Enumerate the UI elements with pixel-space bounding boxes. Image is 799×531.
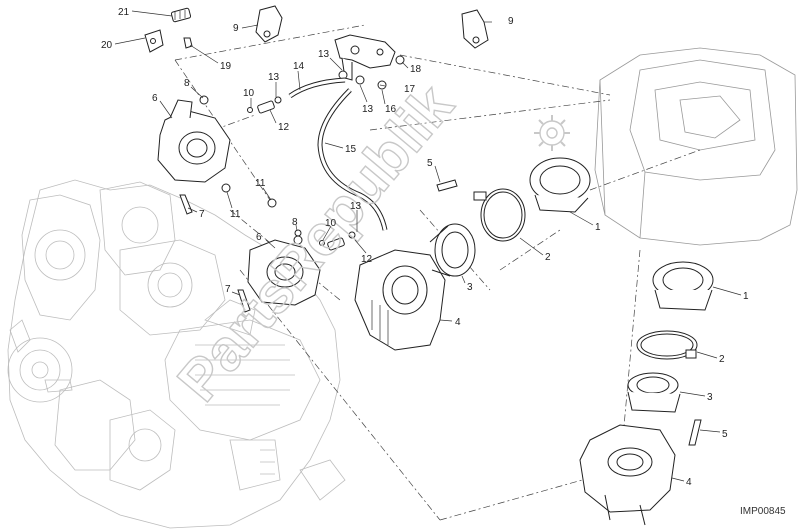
callout-1-left: 1 — [595, 222, 601, 233]
sensor-connector-21 — [170, 7, 192, 23]
callout-15: 15 — [345, 144, 357, 155]
callout-11-a: 11 — [230, 209, 241, 220]
callout-18: 18 — [410, 64, 422, 75]
bolt-5-left — [436, 179, 458, 192]
map-sensor-9-right — [461, 9, 489, 49]
callout-9-right: 9 — [508, 16, 514, 27]
callout-20: 20 — [101, 40, 113, 51]
leader-lines — [114, 10, 742, 482]
callout-11-b: 11 — [255, 178, 266, 189]
bolt-5-right — [688, 419, 702, 446]
callout-3-left: 3 — [467, 282, 473, 293]
callout-1-right: 1 — [743, 291, 749, 302]
callout-8-lower: 8 — [292, 217, 298, 228]
callout-5-right: 5 — [722, 429, 728, 440]
throttle-body-4-right — [579, 424, 676, 526]
hose-clamp-2-left — [473, 188, 526, 242]
map-sensor-9-left — [255, 5, 283, 43]
hose-14 — [288, 77, 346, 99]
callout-13-b: 13 — [318, 49, 330, 60]
nut-11 — [221, 183, 277, 208]
airbox — [594, 47, 798, 246]
callout-12-lower: 12 — [361, 254, 373, 265]
fitting-12-top — [257, 96, 282, 114]
intake-spigot-3-left — [429, 223, 476, 277]
hose-clamp-2-right — [636, 330, 698, 360]
callout-7-lower: 7 — [225, 284, 231, 295]
callout-13-c: 13 — [362, 104, 374, 115]
callout-12-upper: 12 — [278, 122, 290, 133]
callout-16: 16 — [385, 104, 397, 115]
intake-spigot-3-right — [627, 372, 681, 413]
fitting-12-bottom — [327, 231, 356, 251]
screw-8 — [294, 229, 302, 237]
callout-10-upper: 10 — [243, 88, 255, 99]
intake-duct-1-right — [652, 261, 714, 311]
callout-6-upper: 6 — [152, 93, 158, 104]
bolt-7-lower — [237, 289, 251, 313]
callout-4-left: 4 — [455, 317, 461, 328]
bracket-20 — [144, 29, 164, 53]
callout-labels: 21 20 19 9 9 8 6 10 13 14 12 13 18 17 13… — [101, 7, 749, 488]
callout-21: 21 — [118, 7, 130, 18]
throttle-body-6-lower — [247, 235, 321, 306]
callout-17: 17 — [404, 84, 416, 95]
callout-2-left: 2 — [545, 252, 551, 263]
callout-19: 19 — [220, 61, 232, 72]
callout-6-lower: 6 — [256, 232, 262, 243]
callout-2-right: 2 — [719, 354, 725, 365]
callout-10-lower: 10 — [325, 218, 337, 229]
bolt-7-upper — [179, 194, 193, 215]
callout-9-left: 9 — [233, 23, 239, 34]
watermark-gear-icon — [534, 115, 570, 151]
hose-15 — [317, 88, 388, 231]
callout-7-upper: 7 — [199, 209, 205, 220]
callout-4-right: 4 — [686, 477, 692, 488]
callout-8-upper: 8 — [184, 78, 190, 89]
diagram-code: IMP00845 — [740, 506, 786, 517]
engine-outline — [7, 179, 346, 529]
intake-duct-1-left — [529, 157, 591, 213]
grommet-13-top — [338, 70, 365, 85]
throttle-body-4-left — [354, 249, 446, 351]
callout-5-left: 5 — [427, 158, 433, 169]
fitting-10 — [247, 107, 325, 246]
throttle-body-6-upper — [157, 95, 231, 183]
callout-3-right: 3 — [707, 392, 713, 403]
screw-19 — [183, 37, 193, 49]
callout-14: 14 — [293, 61, 305, 72]
fitting-16 — [377, 80, 387, 90]
callout-13-a: 13 — [268, 72, 280, 83]
callout-13-d: 13 — [350, 201, 362, 212]
